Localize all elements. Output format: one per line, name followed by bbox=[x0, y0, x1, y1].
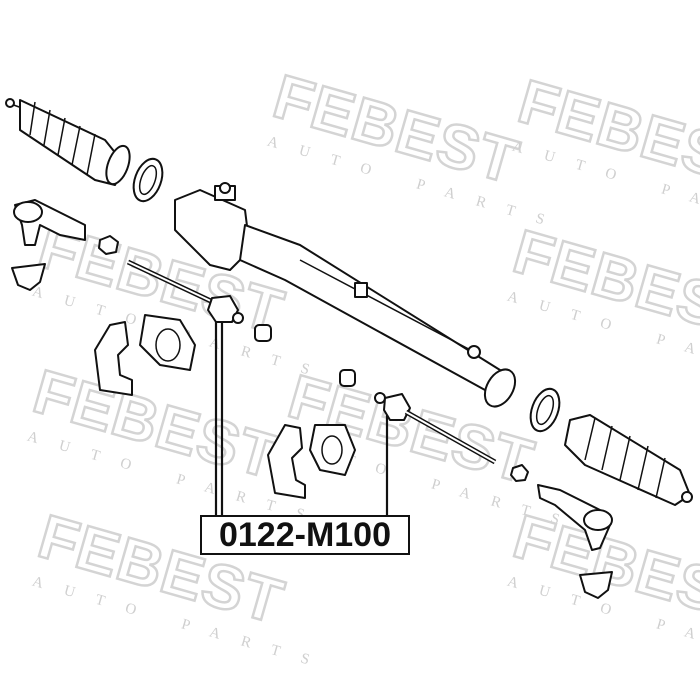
svg-text:FEBEST: FEBEST bbox=[511, 67, 700, 202]
left-mount-bracket bbox=[94, 321, 133, 396]
left-tie-rod-end bbox=[13, 199, 86, 246]
right-boot-clamp bbox=[529, 387, 561, 433]
right-ball-joint-boot bbox=[579, 571, 613, 599]
leader-lines bbox=[214, 322, 389, 515]
left-inner-tie-rod bbox=[126, 259, 244, 324]
left-mount-bushing bbox=[139, 314, 196, 371]
right-mount-bushing bbox=[309, 424, 356, 476]
svg-text:FEBEST: FEBEST bbox=[506, 217, 700, 352]
right-tie-rod-end bbox=[537, 484, 613, 551]
left-small-bushing bbox=[254, 324, 272, 342]
right-mount-bracket bbox=[267, 424, 306, 499]
part-number-label: 0122-M100 bbox=[200, 515, 410, 555]
right-small-bushing bbox=[339, 369, 356, 387]
right-rack-boot bbox=[564, 414, 693, 506]
right-nut bbox=[510, 464, 529, 482]
left-rack-boot bbox=[5, 98, 131, 186]
right-inner-tie-rod bbox=[374, 392, 497, 465]
left-boot-clamp bbox=[132, 157, 164, 203]
left-nut bbox=[98, 235, 119, 255]
steering-rack-housing bbox=[174, 182, 517, 408]
left-ball-joint-boot bbox=[11, 263, 46, 291]
